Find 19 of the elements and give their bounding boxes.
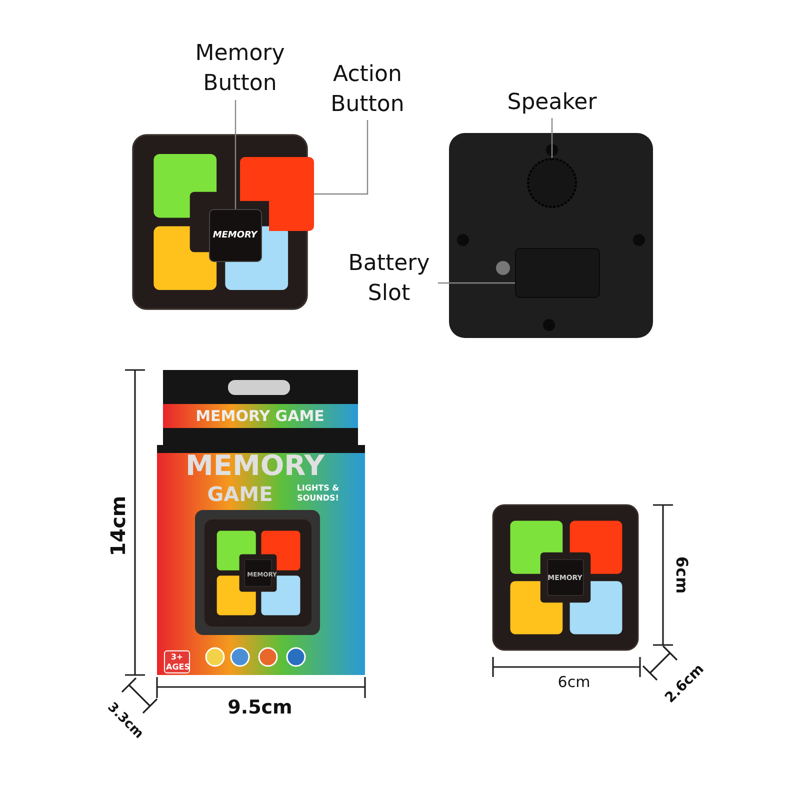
leader-line (551, 118, 553, 158)
battery-cover (515, 248, 600, 298)
device-label: MEMORY (212, 230, 258, 242)
leader-line (234, 100, 236, 209)
callout-label: Memory Button (190, 38, 290, 100)
callout-label: Battery Slot (340, 248, 438, 310)
center-button (209, 209, 262, 262)
callout-label: Speaker (500, 88, 604, 118)
age-badge: 3+ AGES (164, 650, 190, 674)
leader-line (438, 282, 515, 284)
leader-line (314, 120, 368, 195)
package-title: MEMORY (186, 449, 324, 483)
dimension-label: 9.5cm (228, 696, 292, 720)
dimension-label: 6cm (672, 556, 692, 594)
callout-label: Action Button (320, 60, 415, 120)
dimension-label: 14cm (106, 496, 130, 556)
package-title: GAME (207, 482, 273, 506)
package-tagline: LIGHTS & SOUNDS! (296, 483, 340, 503)
dimension-label: 6cm (558, 673, 590, 691)
